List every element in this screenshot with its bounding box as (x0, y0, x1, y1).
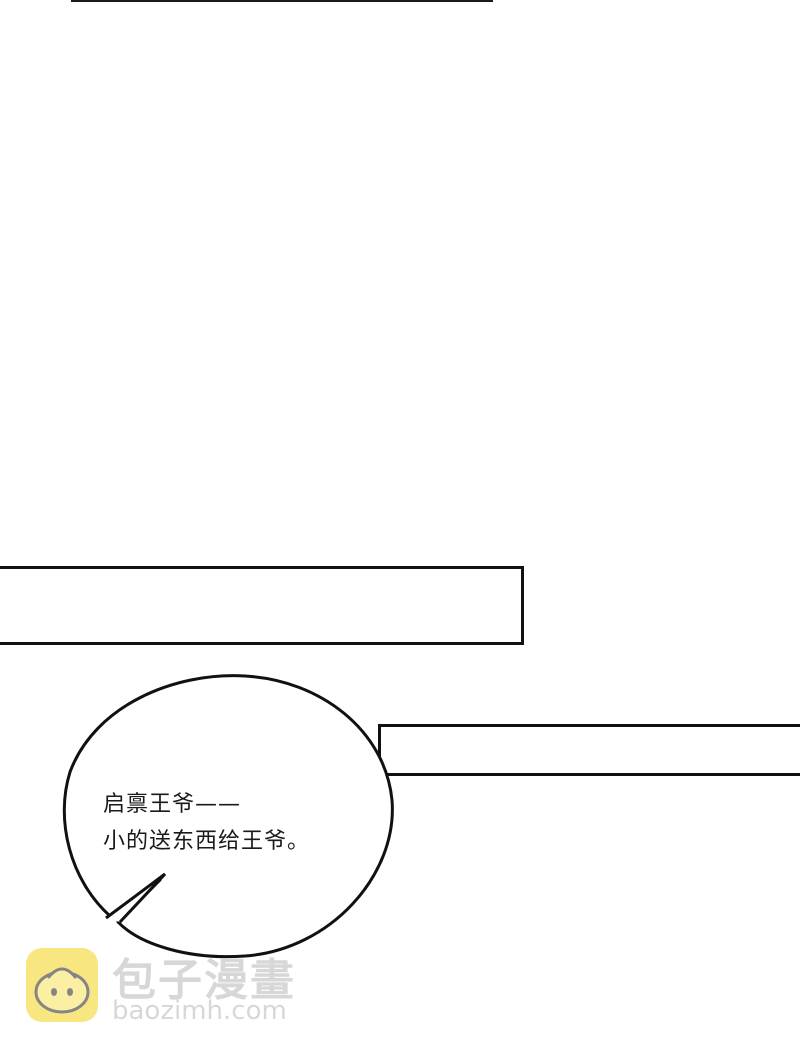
watermark-title: 包子漫畫 (112, 955, 296, 1006)
speech-bubble-tail (105, 872, 167, 924)
narration-panel-right (378, 724, 800, 776)
speech-line-1: 启禀王爷—— (103, 792, 242, 817)
speech-bubble-text: 启禀王爷—— 小的送东西给王爷。 (103, 786, 383, 860)
narration-panel-left (0, 566, 524, 645)
bun-mascot-icon (26, 948, 98, 1022)
speech-line-2: 小的送东西给王爷。 (103, 829, 311, 854)
top-comic-panel-edge (71, 0, 493, 2)
watermark-url: baozimh.com (112, 996, 287, 1026)
site-watermark: 包子漫畫 baozimh.com (26, 944, 326, 1034)
